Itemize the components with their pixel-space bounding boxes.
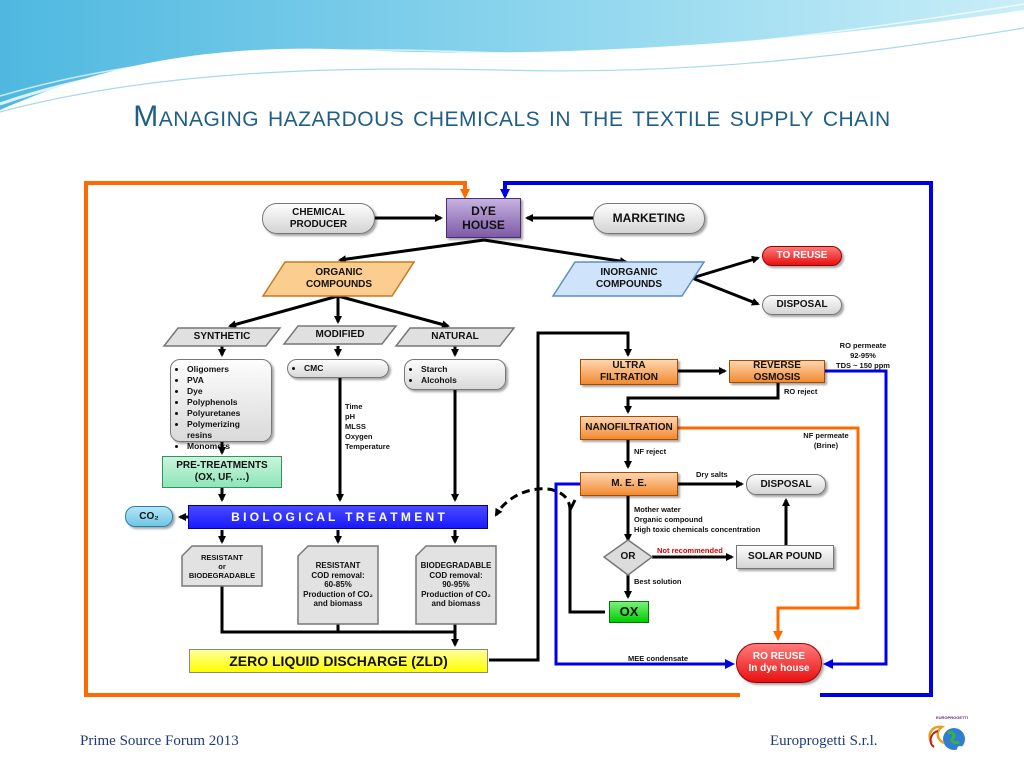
pre-treatments-node: PRE-TREATMENTS (OX, UF, …)	[162, 456, 282, 488]
ro-permeate-label: RO permeate 92-95% TDS ~ 150 ppm	[836, 341, 890, 370]
natural-list: Starch Alcohols	[404, 359, 506, 390]
inorganic-compounds-shape	[551, 261, 706, 297]
solar-pound-node: SOLAR POUND	[736, 545, 834, 569]
list-item: Monomers	[187, 441, 267, 452]
list-item: Dye	[187, 386, 267, 397]
mee-node: M. E. E.	[580, 472, 678, 496]
footer-left: Prime Source Forum 2013	[80, 733, 239, 749]
list-item: PVA	[187, 375, 267, 386]
list-item: Starch	[421, 364, 501, 375]
resistant-cod-label: RESISTANT COD removal: 60-85% Production…	[303, 561, 373, 609]
organic-compounds-label: ORGANIC COMPOUNDS	[305, 267, 373, 290]
resistant-or-biodegradable-shape	[181, 545, 263, 587]
dye-house-node: DYE HOUSE	[446, 198, 521, 238]
reverse-osmosis-node: REVERSE OSMOSIS	[729, 360, 825, 383]
best-solution-label: Best solution	[634, 577, 682, 586]
list-item: Polymerizing resins	[187, 419, 267, 441]
process-parameters: Time pH MLSS Oxygen Temperature	[345, 402, 390, 451]
list-item: Alcohols	[421, 375, 501, 386]
resistant-cod-shape	[297, 545, 379, 625]
list-item: CMC	[304, 363, 384, 374]
resistant-or-biodegradable-label: RESISTANT or BIODEGRADABLE	[188, 552, 256, 580]
or-label: OR	[620, 551, 636, 562]
header-waves	[0, 0, 1024, 113]
modified-label: MODIFIED	[315, 329, 365, 340]
dry-salts-label: Dry salts	[696, 470, 728, 479]
zld-node: ZERO LIQUID DISCHARGE (ZLD)	[189, 649, 488, 673]
synthetic-label: SYNTHETIC	[193, 331, 251, 342]
nf-reject-label: NF reject	[634, 447, 667, 456]
disposal-top-node: DISPOSAL	[762, 295, 842, 315]
or-diamond	[602, 539, 654, 576]
ro-reject-label: RO reject	[784, 387, 818, 396]
organic-compounds-shape	[261, 261, 416, 297]
biodegradable-cod-shape	[415, 545, 497, 625]
nf-permeate-label: NF permeate (Brine)	[803, 431, 849, 450]
page-title: Managing hazardous chemicals in the text…	[133, 100, 891, 133]
ro-reuse-node: RO REUSE In dye house	[736, 643, 822, 683]
mee-condensate-label: MEE condensate	[628, 654, 689, 663]
inorganic-compounds-label: INORGANIC COMPOUNDS	[595, 267, 663, 290]
orange-loop-line	[84, 181, 470, 697]
footer-right: Europrogetti S.r.l.	[770, 733, 878, 749]
svg-text:EUROPROGETTI: EUROPROGETTI	[936, 715, 968, 720]
marketing-node: MARKETING	[593, 203, 705, 234]
synthetic-shape	[162, 327, 282, 347]
disposal-mee-node: DISPOSAL	[746, 474, 826, 495]
list-item: Polyuretanes	[187, 408, 267, 419]
chemical-producer-node: CHEMICAL PRODUCER	[262, 203, 375, 234]
ultra-filtration-node: ULTRA FILTRATION	[580, 359, 678, 385]
biological-treatment-bar: B I O L O G I C A L T R E A T M E N T	[188, 505, 488, 529]
ox-node: OX	[609, 601, 649, 623]
co2-node: CO₂	[125, 506, 173, 527]
not-recommended-label: Not recommended	[657, 546, 723, 555]
to-reuse-node: TO REUSE	[762, 246, 842, 266]
mother-water-label: Mother water Organic compound High toxic…	[634, 505, 761, 534]
modified-list: CMC	[287, 359, 389, 378]
natural-shape	[394, 327, 516, 347]
modified-shape	[282, 325, 398, 345]
europrogetti-logo: EUROPROGETTI	[928, 714, 968, 752]
natural-label: NATURAL	[431, 331, 479, 342]
nanofiltration-node: NANOFILTRATION	[580, 416, 678, 440]
synthetic-list: Oligomers PVA Dye Polyphenols Polyuretan…	[170, 359, 272, 451]
list-item: Polyphenols	[187, 397, 267, 408]
biodegradable-cod-label: BIODEGRADABLE COD removal: 90-95% Produc…	[420, 561, 492, 609]
list-item: Oligomers	[187, 364, 267, 375]
blue-loop-line	[500, 181, 933, 697]
